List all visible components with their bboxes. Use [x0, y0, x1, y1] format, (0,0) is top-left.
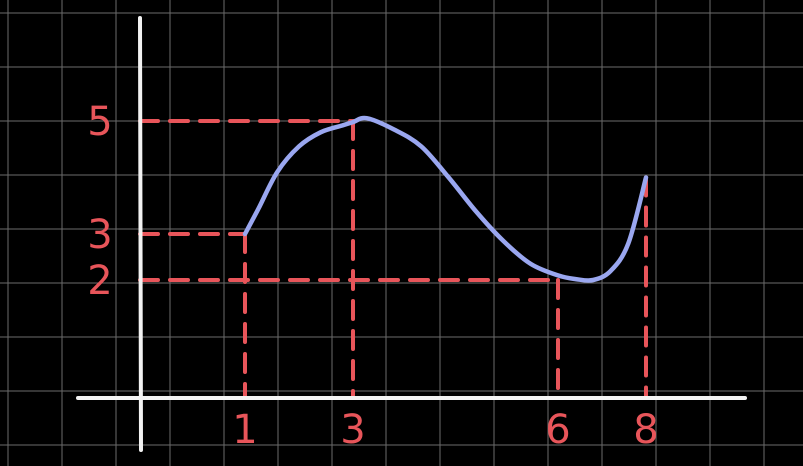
- x-tick-label-3: 3: [340, 407, 365, 453]
- x-tick-label-8: 8: [633, 407, 658, 453]
- guide-lines: [138, 119, 648, 400]
- y-tick-label-3: 3: [87, 212, 112, 258]
- y-tick-label-2: 2: [87, 258, 112, 304]
- series-curve: [242, 115, 649, 283]
- curve: [242, 115, 649, 283]
- axes: [76, 16, 747, 452]
- y-axis-line: [138, 16, 143, 452]
- x-tick-label-1: 1: [232, 407, 257, 453]
- x-tick-label-6: 6: [545, 407, 570, 453]
- y-tick-label-5: 5: [87, 99, 112, 145]
